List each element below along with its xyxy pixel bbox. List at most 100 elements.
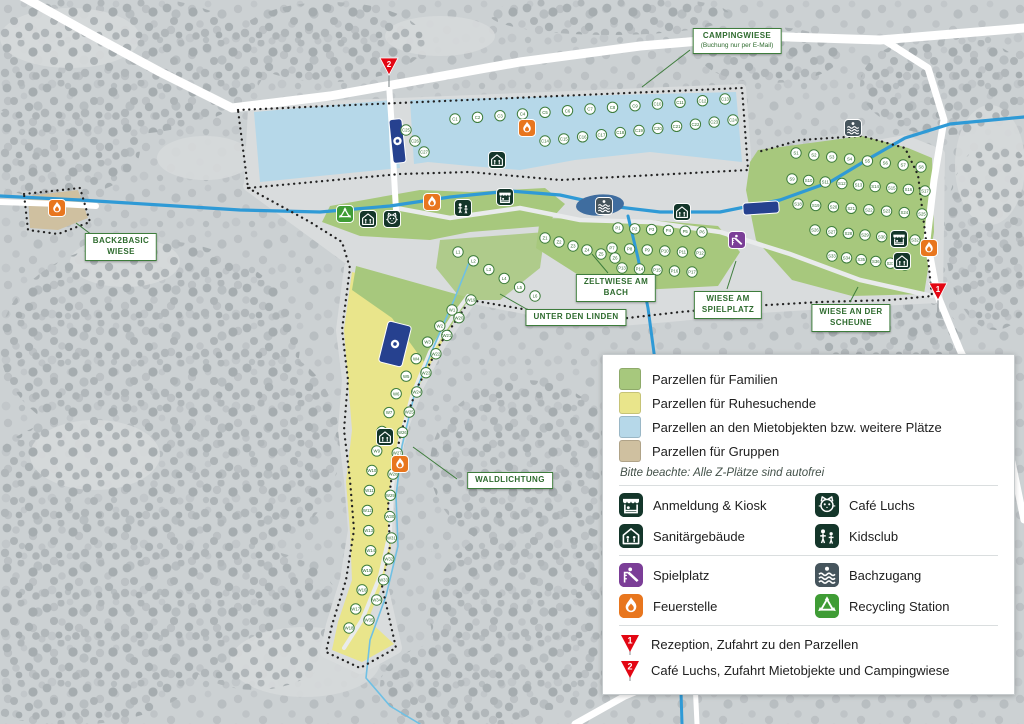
plot-marker: P1 — [612, 222, 624, 234]
plot-marker: C21 — [670, 120, 683, 133]
svg-text:W18: W18 — [345, 626, 354, 631]
plot-marker: S33 — [826, 250, 838, 262]
svg-text:C9: C9 — [632, 103, 638, 108]
plot-marker: S19 — [810, 199, 822, 212]
plot-marker: C4 — [516, 108, 529, 120]
plot-marker: S8 — [915, 161, 927, 173]
svg-text:W1: W1 — [449, 308, 456, 313]
svg-text:P17: P17 — [688, 270, 696, 275]
svg-text:S26: S26 — [811, 228, 819, 233]
svg-text:P14: P14 — [636, 267, 644, 272]
plot-marker: W20 — [453, 311, 465, 324]
plot-marker: P12 — [694, 247, 706, 259]
svg-text:P1: P1 — [615, 226, 621, 231]
lynx-icon — [383, 210, 401, 228]
poi-layer — [48, 119, 938, 473]
plot-marker: W1 — [446, 304, 458, 316]
legend-area-label: Parzellen für Familien — [652, 371, 778, 387]
plot-marker: Z2 — [553, 236, 565, 248]
legend-note: Bitte beachte: Alle Z-Plätze sind autofr… — [620, 467, 825, 479]
svg-text:W31: W31 — [387, 536, 396, 541]
plot-marker: W32 — [383, 553, 395, 565]
svg-text:C20: C20 — [654, 126, 662, 131]
plot-marker: W13 — [362, 524, 375, 537]
building — [378, 320, 412, 368]
kids-icon — [815, 524, 839, 548]
plot-marker: S17 — [919, 185, 931, 197]
svg-text:S21: S21 — [847, 206, 855, 211]
plot-marker: W26 — [396, 426, 409, 439]
svg-text:C13: C13 — [721, 97, 729, 102]
svg-text:C18: C18 — [616, 130, 624, 135]
svg-text:P11: P11 — [679, 250, 687, 255]
svg-text:C5: C5 — [542, 110, 548, 115]
plot-marker: C2 — [471, 111, 484, 124]
svg-text:S2: S2 — [811, 153, 817, 158]
playground-icon — [619, 563, 643, 587]
plot-marker: Z4 — [581, 244, 593, 256]
svg-text:W15: W15 — [363, 568, 372, 573]
svg-text:P9: P9 — [645, 248, 651, 253]
svg-text:C15: C15 — [560, 137, 568, 142]
plot-marker: S18 — [792, 198, 804, 210]
svg-text:C1: C1 — [452, 117, 458, 122]
svg-text:S22: S22 — [865, 207, 873, 212]
sanitary-icon — [673, 203, 691, 221]
plot-marker: L4 — [498, 272, 510, 285]
plot-marker: P13 — [616, 262, 628, 274]
svg-text:C17: C17 — [597, 132, 605, 137]
svg-text:P15: P15 — [653, 268, 661, 273]
plot-marker: S7 — [897, 159, 909, 171]
legend-item-kiosk: Anmeldung & Kiosk — [619, 492, 815, 518]
plot-marker: S21 — [845, 202, 857, 214]
legend-area-row: Parzellen für Gruppen — [619, 439, 998, 463]
color-swatch — [619, 368, 641, 390]
plot-marker: C25 — [400, 124, 412, 136]
svg-text:W14: W14 — [366, 548, 375, 553]
playground-icon — [728, 231, 746, 249]
building — [742, 200, 780, 216]
svg-text:L3: L3 — [486, 267, 491, 272]
plot-marker: C23 — [708, 116, 720, 128]
svg-text:W10: W10 — [367, 468, 376, 473]
svg-text:C25: C25 — [402, 128, 410, 133]
legend-item-label: Anmeldung & Kiosk — [653, 497, 767, 513]
plot-marker: W15 — [361, 564, 373, 576]
plot-marker: W35 — [363, 614, 375, 626]
flags-layer: 21 — [379, 57, 948, 312]
plot-marker: C1 — [449, 113, 461, 125]
plot-marker: S22 — [863, 204, 875, 216]
legend-area-row: Parzellen an den Mietobjekten bzw. weite… — [619, 415, 998, 439]
svg-text:S15: S15 — [888, 186, 896, 191]
plot-marker: P16 — [668, 265, 681, 277]
plot-marker: L3 — [483, 263, 495, 276]
plot-marker: C9 — [629, 99, 641, 112]
plot-marker: S30 — [875, 230, 888, 243]
svg-text:S9: S9 — [789, 177, 795, 182]
svg-text:W27: W27 — [393, 451, 402, 456]
flag-marker-1: 1 — [928, 282, 948, 312]
plot-marker: C18 — [614, 126, 626, 139]
kiosk-icon — [496, 188, 514, 206]
sanitary-icon — [376, 428, 394, 446]
plot-marker: C3 — [494, 109, 506, 122]
plot-marker: S35 — [855, 253, 867, 266]
svg-text:W20: W20 — [455, 315, 464, 320]
plot-marker: S2 — [808, 149, 820, 161]
plot-marker: C14 — [539, 135, 551, 147]
svg-text:Z4: Z4 — [584, 248, 590, 253]
plot-marker: Z3 — [567, 240, 579, 252]
legend-divider — [619, 485, 998, 486]
svg-text:C22: C22 — [691, 122, 699, 127]
legend-item-label: Café Luchs — [849, 497, 915, 513]
plot-marker: S1 — [790, 147, 802, 159]
legend-flag-label: Café Luchs, Zufahrt Mietobjekte und Camp… — [651, 663, 950, 678]
svg-text:S20: S20 — [830, 204, 838, 209]
svg-text:S30: S30 — [878, 234, 886, 239]
legend-item-lynx: Café Luchs — [815, 492, 998, 518]
plot-marker: W5 — [400, 370, 412, 382]
legend-item-label: Feuerstelle — [653, 598, 718, 614]
